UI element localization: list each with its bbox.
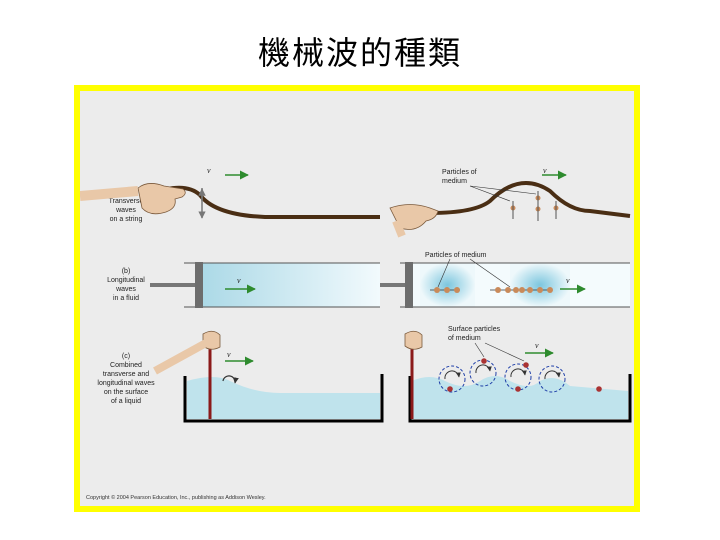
hand-left-a: [137, 183, 186, 215]
panel-c-line-3: longitudinal waves: [97, 380, 155, 387]
copyright-text: Copyright © 2004 Pearson Education, Inc.…: [86, 494, 266, 501]
panel-c-tag: (c): [122, 353, 130, 360]
string-wave-right: Particles of medium v: [389, 166, 631, 238]
surface-particle-circles: [438, 358, 602, 393]
tube-right: Particles of medium v: [380, 252, 630, 308]
piston-right: [405, 262, 413, 308]
particles-label-a-1: Particles of: [442, 169, 477, 176]
particles-label-a-2: medium: [442, 178, 467, 185]
hand-right-c: [404, 330, 423, 350]
surface-particles-label-2: of medium: [448, 335, 481, 342]
hand-left-c: [202, 330, 221, 350]
velocity-label-a2: v: [543, 166, 547, 175]
velocity-label-a1: v: [207, 166, 211, 175]
panel-a-line-1: Transverse: [109, 198, 144, 205]
panel-c-line-1: Combined: [110, 362, 142, 369]
velocity-label-c1: v: [227, 350, 231, 359]
velocity-label-b1: v: [237, 276, 241, 285]
arm-left-c: [153, 339, 208, 375]
velocity-label-b2: v: [566, 276, 570, 285]
particles-b: [430, 287, 553, 293]
panel-c-line-2: transverse and: [103, 371, 149, 378]
panel-a-line-2: waves: [115, 207, 136, 214]
piston-left: [195, 262, 203, 308]
slide-title: 機械波的種類: [257, 34, 462, 72]
velocity-label-c2: v: [535, 341, 539, 350]
panel-b-line-2: waves: [115, 286, 136, 293]
panel-b-label: (b) Longitudinal waves in a fluid: [107, 268, 145, 302]
tube-left: v: [150, 262, 380, 308]
hand-right-a: [389, 204, 439, 230]
arm-left-a: [80, 186, 139, 201]
panel-a-line-3: on a string: [110, 216, 143, 223]
wave-types-figure: (a) Transverse waves on a string v Parti…: [80, 166, 632, 501]
tank-left: v: [153, 330, 384, 423]
figure-frame: (a) Transverse waves on a string v Parti…: [74, 85, 640, 512]
particles-label-b: Particles of medium: [425, 252, 487, 259]
panel-c-label: (c) Combined transverse and longitudinal…: [97, 353, 155, 405]
panel-c-line-5: of a liquid: [111, 398, 141, 405]
panel-b-tag: (b): [122, 268, 131, 275]
surface-particles-label-1: Surface particles: [448, 326, 501, 333]
tank-right: Surface particles of medium v: [404, 326, 632, 423]
particles-a: [510, 191, 559, 221]
panel-b-line-1: Longitudinal: [107, 277, 145, 284]
string-wave-left: v: [80, 166, 380, 219]
panel-b-line-3: in a fluid: [113, 295, 139, 302]
panel-c-line-4: on the surface: [104, 389, 148, 396]
